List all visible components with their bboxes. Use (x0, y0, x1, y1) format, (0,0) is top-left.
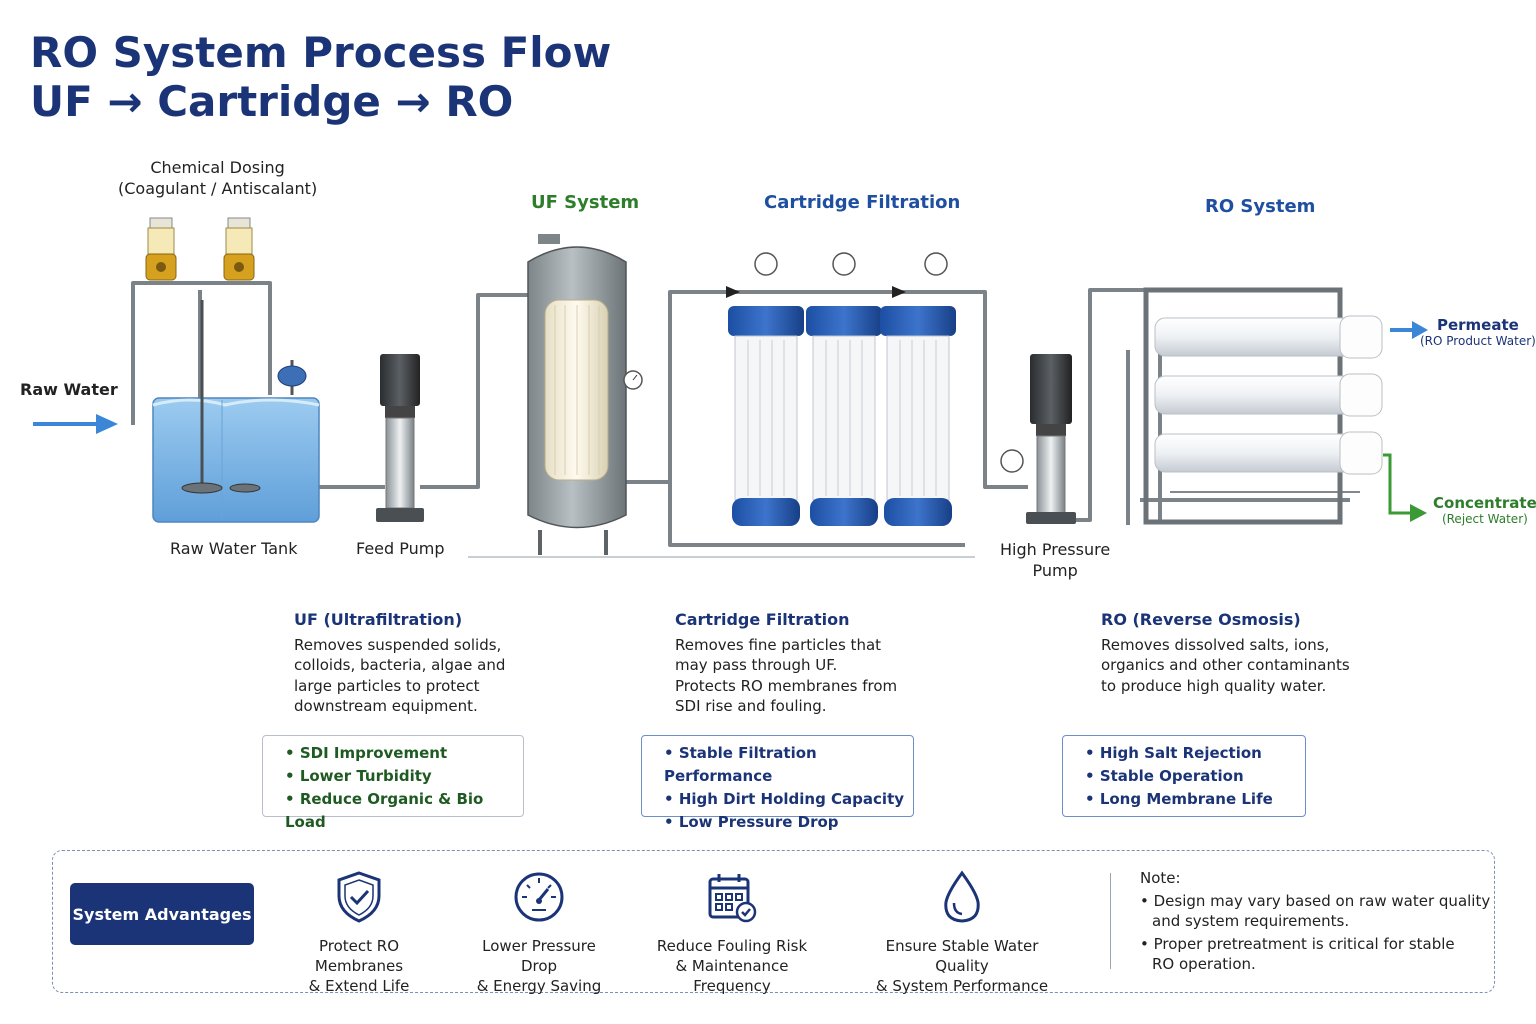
raw-water-tank-label: Raw Water Tank (170, 539, 298, 558)
list-item: Reduce Organic & Bio Load (285, 788, 523, 834)
list-item: High Dirt Holding Capacity (664, 788, 913, 811)
permeate-arrow (1390, 321, 1428, 339)
uf-system-title: UF System (531, 192, 640, 213)
cartridge-benefits-box: Stable Filtration Performance High Dirt … (641, 735, 914, 831)
uf-description: UF (Ultrafiltration) Removes suspended s… (294, 610, 506, 715)
raw-water-tank-drawing (152, 300, 320, 523)
concentrate-label: Concentrate (Reject Water) (1433, 494, 1536, 526)
ro-benefits-box: High Salt Rejection Stable Operation Lon… (1062, 735, 1306, 817)
uf-vessel-drawing (527, 234, 643, 555)
ro-skid-drawing (1143, 287, 1383, 525)
water-drop-icon (944, 870, 980, 923)
high-pressure-pump-drawing (1000, 354, 1076, 524)
permeate-label: Permeate (RO Product Water) (1420, 316, 1536, 348)
note-title: Note: (1140, 869, 1181, 887)
note-item: Design may vary based on raw water quali… (1140, 891, 1490, 932)
list-item: SDI Improvement (285, 742, 523, 765)
high-pressure-pump-label: High Pressure Pump (1000, 540, 1111, 580)
title-line-1: RO System Process Flow (30, 28, 612, 77)
advantage-water-quality: Ensure Stable Water Quality& System Perf… (862, 870, 1062, 996)
system-advantages-panel (52, 850, 1495, 993)
dosing-pump-1 (145, 217, 177, 281)
calendar-check-icon (708, 874, 757, 923)
gauge-icon (514, 872, 564, 922)
feed-pump-drawing (376, 354, 424, 522)
process-flow-diagram (33, 217, 1428, 558)
advantage-pressure-drop: Lower Pressure Drop& Energy Saving (466, 870, 612, 996)
cartridge-housings-drawing (726, 252, 956, 526)
title-line-2: UF → Cartridge → RO (30, 77, 514, 126)
list-item: Low Pressure Drop (664, 811, 913, 834)
cartridge-filtration-title: Cartridge Filtration (764, 192, 961, 213)
list-item: Lower Turbidity (285, 765, 523, 788)
page-title: RO System Process Flow UF → Cartridge → … (30, 28, 611, 126)
cartridge-description: Cartridge Filtration Removes fine partic… (675, 610, 898, 715)
ro-system-title: RO System (1205, 196, 1316, 217)
uf-benefits-box: SDI Improvement Lower Turbidity Reduce O… (262, 735, 524, 831)
list-item: Long Membrane Life (1085, 788, 1305, 811)
raw-water-label: Raw Water (20, 380, 118, 399)
note-item: Proper pretreatment is critical for stab… (1140, 934, 1490, 975)
advantage-fouling-risk: Reduce Fouling Risk& Maintenance Frequen… (642, 870, 822, 996)
list-item: High Salt Rejection (1085, 742, 1305, 765)
feed-pump-label: Feed Pump (356, 539, 445, 558)
design-note: Note: Design may vary based on raw water… (1140, 868, 1490, 977)
concentrate-arrow (1383, 453, 1427, 522)
raw-water-arrow (33, 414, 118, 434)
chemical-dosing-label: Chemical Dosing (Coagulant / Antiscalant… (118, 158, 318, 198)
ro-description: RO (Reverse Osmosis) Removes dissolved s… (1101, 610, 1350, 695)
dosing-pump-2 (223, 217, 255, 281)
list-item: Stable Operation (1085, 765, 1305, 788)
advantage-protect-membranes: Protect RO Membranes& Extend Life (278, 870, 440, 996)
system-advantages-badge: System Advantages (70, 883, 254, 945)
shield-check-icon (337, 871, 381, 923)
divider (1110, 873, 1111, 969)
list-item: Stable Filtration Performance (664, 742, 913, 788)
